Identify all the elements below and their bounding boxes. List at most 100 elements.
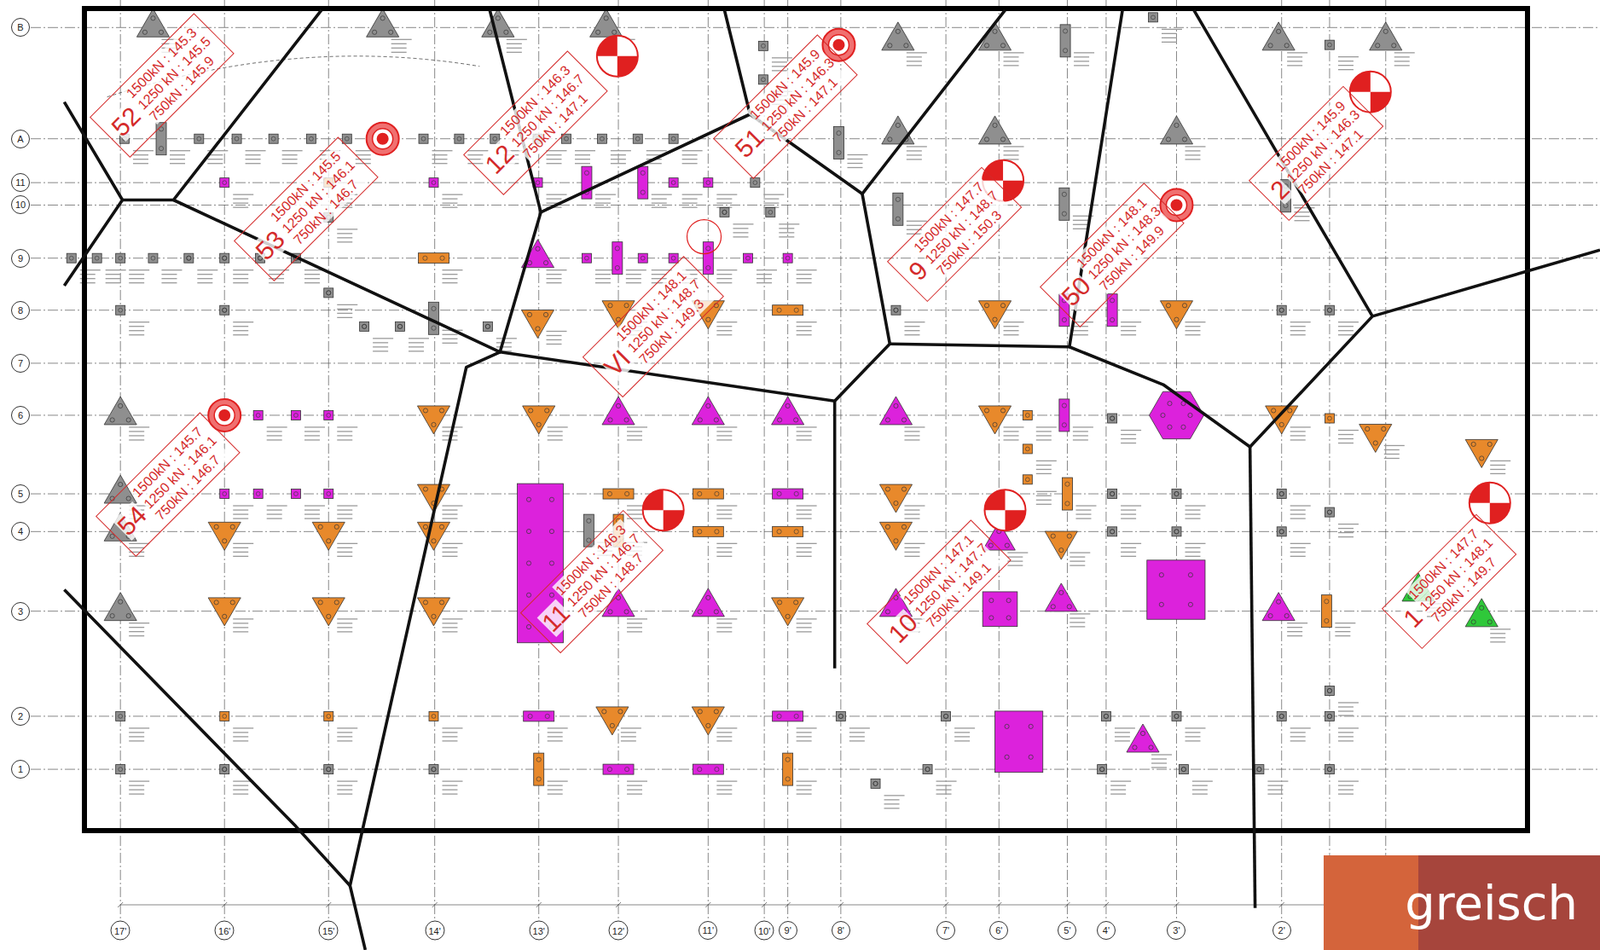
- pile-mark: [885, 417, 890, 423]
- target-quadrant: [1002, 180, 1024, 202]
- pile-tag-mark: [1338, 740, 1354, 742]
- pile-tag-mark: [1290, 727, 1311, 729]
- target-ground: [984, 489, 1026, 531]
- pile-mark: [602, 709, 607, 714]
- pile-mark: [439, 408, 444, 413]
- pile-tag-mark: [1003, 52, 1025, 53]
- pile-cap-rect: [750, 178, 760, 188]
- grid-label: 5: [17, 488, 24, 499]
- load-test-target: [597, 35, 638, 77]
- pile-mark: [1327, 416, 1333, 421]
- pile-tag-mark: [682, 150, 703, 151]
- pile-tag-mark: [796, 273, 812, 275]
- pile-tag-mark: [336, 304, 358, 306]
- pile-tag-mark: [849, 740, 865, 742]
- pile-tag-mark: [441, 788, 458, 790]
- pile-mark: [1181, 767, 1186, 772]
- grid-row-line: [30, 493, 1600, 495]
- pile-mark: [431, 767, 436, 772]
- pile-tag-mark: [610, 150, 632, 151]
- pile-cap-large: [995, 711, 1044, 773]
- pile-mark: [222, 767, 227, 772]
- pile-tag-mark: [626, 434, 643, 436]
- pile-tag-mark: [682, 162, 698, 164]
- pile-tag-mark: [1290, 543, 1311, 545]
- pile-cap-triangle: [978, 301, 1011, 330]
- pile-mark: [1181, 424, 1186, 429]
- pile-tag-mark: [1184, 727, 1206, 729]
- pile-tag-mark: [266, 509, 283, 511]
- pile-tag-mark: [391, 39, 412, 41]
- pile-cap-rect: [1107, 413, 1118, 424]
- load-levels: 1500kN : 145.51250 kN : 146.1750kN : 146…: [266, 145, 370, 249]
- pile-tag-mark: [716, 788, 732, 790]
- pile-cap-rect: [758, 75, 768, 85]
- pile-tag-mark: [268, 273, 285, 275]
- pile-tag-mark: [232, 740, 249, 742]
- pile-tag-mark: [336, 731, 353, 733]
- pile-tag-mark: [796, 334, 812, 336]
- pile-cap-rect: [782, 253, 793, 263]
- target-quadrant: [1004, 510, 1026, 531]
- pile-cap-rect: [148, 253, 158, 263]
- pile-mark: [564, 136, 569, 141]
- pile-mark: [255, 492, 261, 497]
- pile-tag-mark: [1192, 793, 1208, 795]
- pile-tag-mark: [128, 439, 145, 441]
- pile-tag-mark: [846, 162, 863, 164]
- pile-mark: [431, 713, 436, 719]
- pile-mark: [1110, 491, 1115, 496]
- pile-tag-mark: [1151, 766, 1167, 768]
- pile-mark: [1375, 43, 1380, 48]
- pile-tag-mark: [161, 269, 182, 271]
- pile-mark: [1381, 426, 1386, 431]
- pile-cap-triangle: [1359, 423, 1392, 453]
- pile-tag-mark: [304, 430, 320, 432]
- pile-tag-mark: [441, 273, 458, 275]
- pile-tag-mark: [626, 780, 648, 782]
- pile-mark: [1059, 548, 1064, 553]
- pile-tag-mark: [716, 282, 732, 284]
- grid-bubble: A: [11, 129, 30, 149]
- pile-tag-mark: [756, 269, 777, 271]
- pile-tag-mark: [1036, 469, 1052, 470]
- grid-bubble: 11': [698, 921, 718, 940]
- pile-tag-mark: [128, 551, 145, 553]
- pile-tag-mark: [232, 269, 254, 271]
- pile-mark: [110, 496, 115, 501]
- pile-mark: [431, 180, 436, 186]
- zone-boundary-line: [349, 352, 500, 950]
- pile-tag-mark: [1334, 626, 1351, 628]
- pile-cap-rect: [1171, 711, 1182, 721]
- pile-tag-mark: [796, 509, 812, 511]
- grid-bubble: 9': [778, 921, 798, 940]
- pile-tag-mark: [1290, 325, 1306, 327]
- pile-mark: [836, 150, 841, 155]
- pile-tag-mark: [128, 736, 145, 737]
- pile-tag-mark: [197, 273, 213, 275]
- pile-tag-mark: [904, 547, 920, 549]
- pile-mark: [271, 136, 276, 141]
- pile-cap-rect: [1107, 489, 1118, 499]
- pile-mark: [609, 723, 615, 728]
- test-zone-callout: 11500kN : 147.71250 kN : 148.1750kN : 14…: [1381, 514, 1517, 650]
- pile-tag-mark: [336, 556, 353, 557]
- pile-tag-mark: [547, 780, 569, 782]
- pile-mark: [326, 290, 331, 296]
- pile-cap-triangle: [590, 8, 623, 37]
- grid-label: 1: [17, 764, 24, 775]
- pile-tag-mark: [336, 308, 353, 310]
- pile-tag-mark: [1120, 321, 1142, 323]
- pile: [428, 178, 463, 209]
- pile-tag-mark: [1394, 64, 1410, 66]
- test-zone-callout: 121500kN : 146.31250 kN : 146.7750kN : 1…: [463, 50, 609, 196]
- pile-cap-rect: [1147, 12, 1158, 23]
- pile-cap-rect: [220, 489, 230, 499]
- pile-tag-mark: [1192, 784, 1208, 786]
- pile-cap-rect: [418, 133, 429, 144]
- pile-mark: [1110, 529, 1115, 534]
- pile-tag-mark: [849, 736, 865, 737]
- pile: [1262, 592, 1308, 637]
- grid-column-line: [1385, 0, 1386, 921]
- pile-cap-rect: [1178, 765, 1189, 775]
